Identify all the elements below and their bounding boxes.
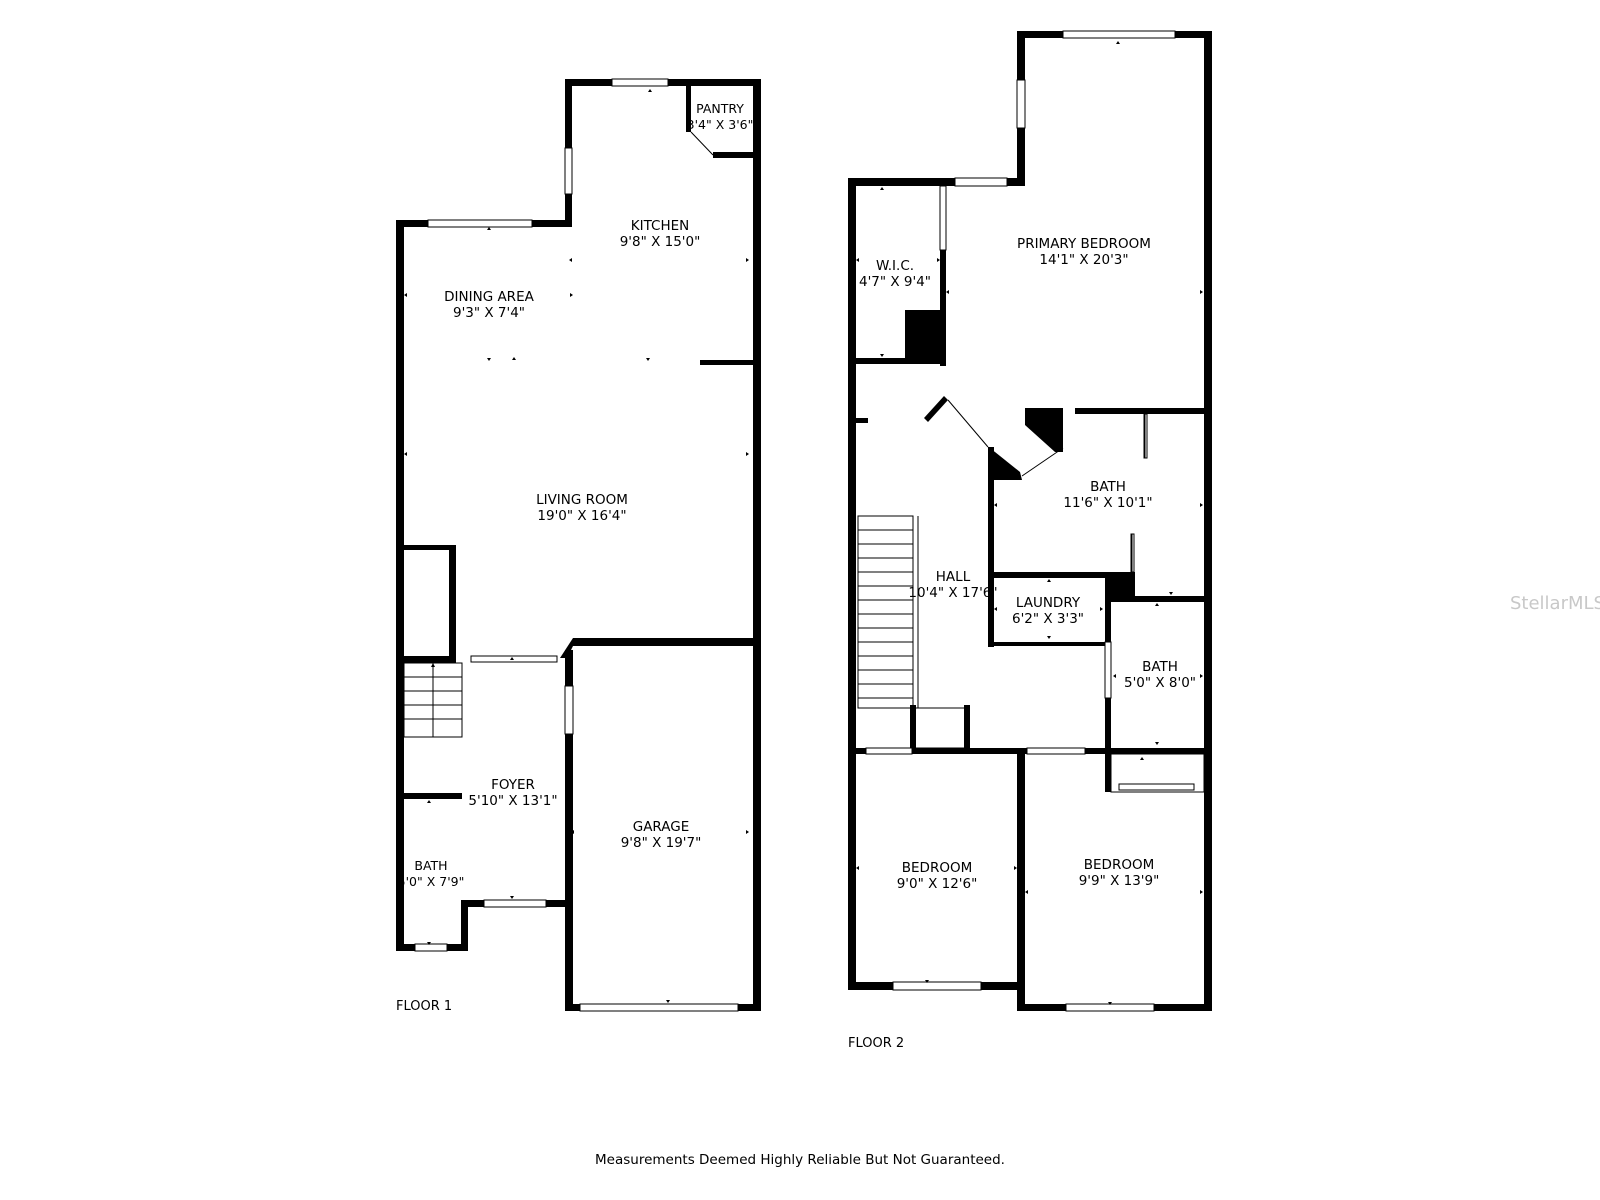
floor1-plan — [396, 78, 761, 1012]
primary-bedroom-name: PRIMARY BEDROOM — [1017, 236, 1151, 252]
garage-name: GARAGE — [633, 819, 690, 835]
bath-primary-dims: 11'6" X 10'1" — [1063, 495, 1152, 511]
living-room-dims: 19'0" X 16'4" — [537, 508, 626, 524]
foyer-dims: 5'10" X 13'1" — [468, 793, 557, 809]
floor1-label: FLOOR 1 — [396, 999, 452, 1014]
foyer-name: FOYER — [491, 777, 535, 793]
floor2-label: FLOOR 2 — [848, 1036, 904, 1051]
bath-primary-name: BATH — [1090, 479, 1126, 495]
primary-bedroom-dims: 14'1" X 20'3" — [1039, 252, 1128, 268]
bedroom-2-name: BEDROOM — [1084, 857, 1154, 873]
dining-area-dims: 9'3" X 7'4" — [453, 305, 525, 321]
bedroom-1-name: BEDROOM — [902, 860, 972, 876]
bedroom-2-dims: 9'9" X 13'9" — [1079, 873, 1160, 889]
bedroom-1-dims: 9'0" X 12'6" — [897, 876, 978, 892]
hall-dims: 10'4" X 17'6" — [908, 585, 997, 601]
laundry-name: LAUNDRY — [1016, 595, 1081, 611]
dimension-ticks-floor2 — [856, 41, 1203, 1005]
dining-area-name: DINING AREA — [444, 289, 534, 305]
pantry-dims: 3'4" X 3'6" — [687, 117, 754, 132]
hall-name: HALL — [936, 569, 971, 585]
stairs-floor2 — [857, 515, 919, 709]
bath-hall-name: BATH — [1142, 659, 1178, 675]
bath-floor1-name: BATH — [414, 858, 447, 873]
wic-dims: 4'7" X 9'4" — [859, 274, 931, 290]
kitchen-name: KITCHEN — [631, 218, 690, 234]
watermark: StellarMLS — [1510, 593, 1600, 614]
floor1-room-labels: KITCHEN 9'8" X 15'0" PANTRY 3'4" X 3'6" … — [396, 101, 753, 1014]
wic-name: W.I.C. — [876, 258, 914, 274]
stairs-floor1 — [403, 662, 463, 738]
floor2-plan — [848, 30, 1212, 1012]
living-room-name: LIVING ROOM — [536, 492, 628, 508]
bath-floor1-dims: 5'0" X 7'9" — [398, 874, 465, 889]
garage-dims: 9'8" X 19'7" — [621, 835, 702, 851]
pantry-name: PANTRY — [696, 101, 744, 116]
bath-hall-dims: 5'0" X 8'0" — [1124, 675, 1196, 691]
kitchen-dims: 9'8" X 15'0" — [620, 234, 701, 250]
floor2-room-labels: PRIMARY BEDROOM 14'1" X 20'3" W.I.C. 4'7… — [848, 236, 1196, 1051]
laundry-dims: 6'2" X 3'3" — [1012, 611, 1084, 627]
disclaimer-text: Measurements Deemed Highly Reliable But … — [595, 1152, 1005, 1168]
dimension-ticks-floor1 — [404, 89, 749, 1003]
